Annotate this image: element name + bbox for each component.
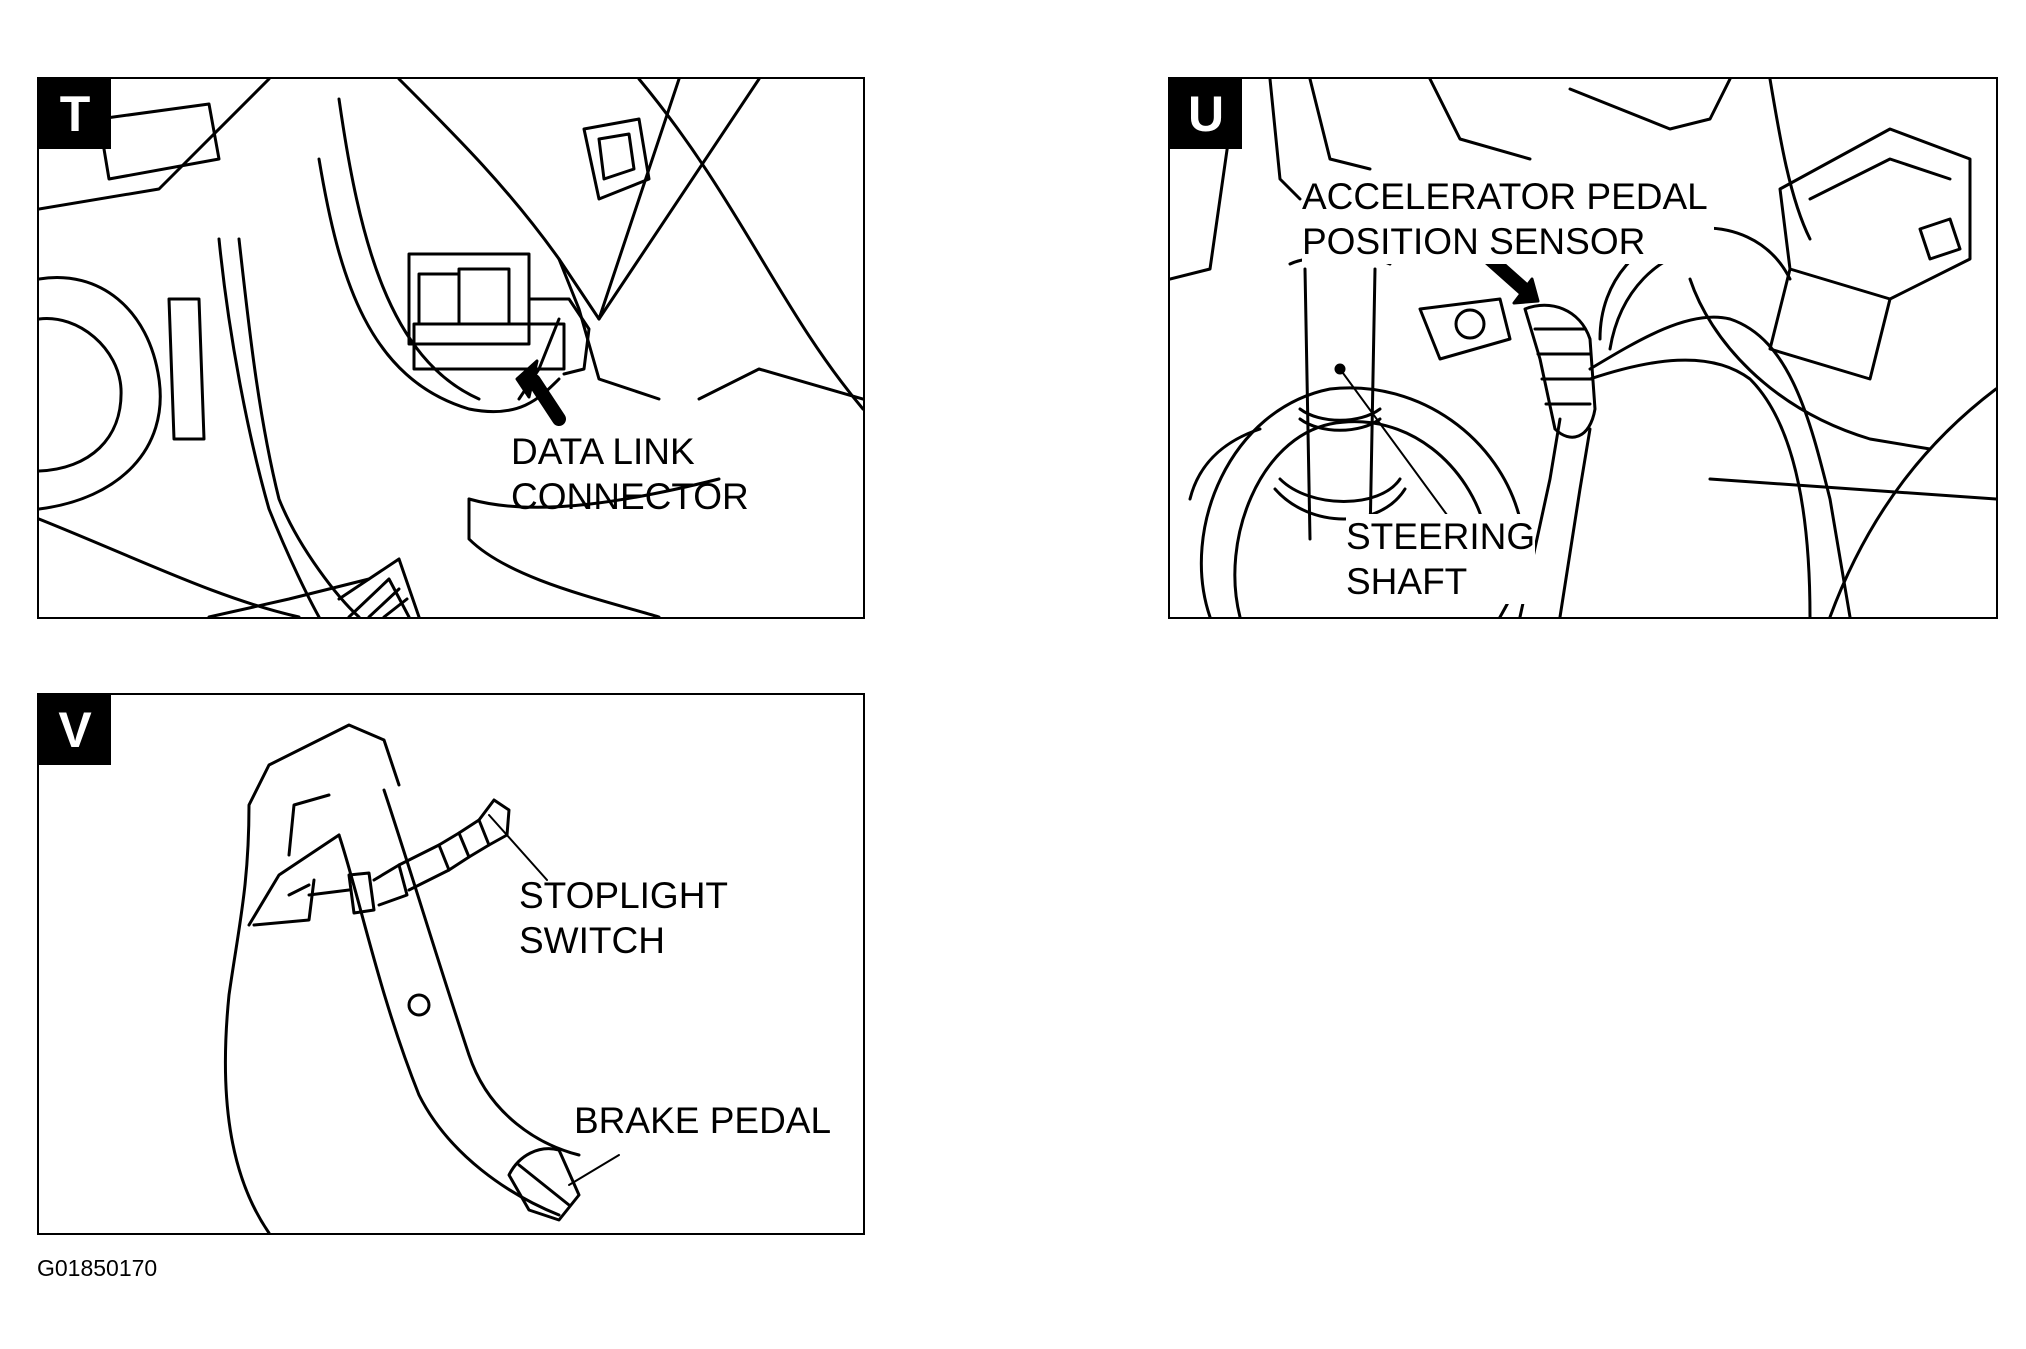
steering-shaft-label-line2: SHAFT [1346,561,1468,602]
panel-t-badge: T [39,79,111,149]
stoplight-switch-label-line1: STOPLIGHT [519,875,729,916]
steering-shaft-label: STEERING SHAFT [1346,514,1536,604]
steering-shaft-label-line1: STEERING [1346,516,1536,557]
accelerator-label-line2: POSITION SENSOR [1302,221,1646,262]
panel-u: U ACCELERATOR PEDAL POSITION SENSOR STEE… [1168,77,1998,619]
panel-t-illustration [39,79,863,617]
brake-pedal-label: BRAKE PEDAL [574,1100,832,1141]
panel-v: V STOPLIGHT SWITCH BRAKE PEDAL [37,693,865,1235]
panel-v-illustration [223,723,620,1233]
stoplight-switch-label: STOPLIGHT SWITCH [519,873,728,963]
data-link-connector-label-line2: CONNECTOR [511,476,749,517]
panel-u-illustration [1170,79,1996,617]
panel-v-badge: V [39,695,111,765]
data-link-connector-label: DATA LINK CONNECTOR [511,429,749,519]
panel-u-badge: U [1170,79,1242,149]
stoplight-switch-label-line2: SWITCH [519,920,665,961]
figure-code: G01850170 [37,1255,158,1281]
panel-t: T DATA LINK CONNECTOR [37,77,865,619]
accelerator-label-line1: ACCELERATOR PEDAL [1302,176,1708,217]
accelerator-pedal-position-sensor-label: ACCELERATOR PEDAL POSITION SENSOR [1302,174,1714,264]
data-link-connector-label-line1: DATA LINK [511,431,695,472]
